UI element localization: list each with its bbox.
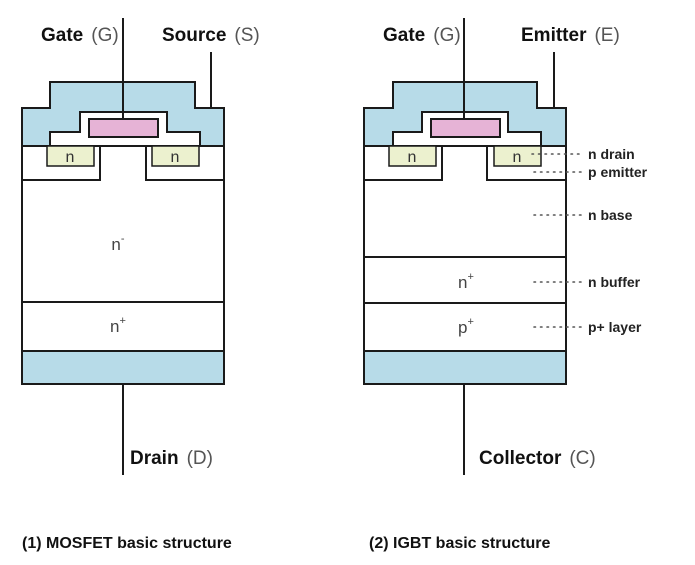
igbt-gate-label: Gate (G) [383,25,461,46]
igbt-p-well [364,146,566,181]
mosfet-source-label: Source (S) [162,25,260,46]
mosfet-gate-label: Gate (G) [41,25,119,46]
igbt-body [363,145,567,385]
mosfet-gate-electrode [88,118,159,138]
igbt-n-region-right [493,145,542,167]
igbt-n-left-text: n [408,149,417,166]
igbt-gate-electrode [430,118,501,138]
mosfet-p-well [22,146,224,181]
ann-n-buffer: n buffer [588,274,641,290]
mosfet-drain-metal [21,350,225,385]
mosfet-n-left-text: n [66,149,75,166]
ann-n-base: n base [588,207,633,223]
igbt-collector-metal [363,350,567,385]
ann-p-layer: p+ layer [588,319,642,335]
igbt-n-region-left [388,145,437,167]
mosfet-n-right-text: n [171,149,180,166]
igbt-emitter-label: Emitter (E) [521,25,620,46]
mosfet-structure: Gate (G) Source (S) n n n- [21,18,260,552]
igbt-buffer-label: n+ [458,271,474,292]
ann-n-drain: n drain [588,146,635,162]
igbt-n-right-text: n [513,149,522,166]
mosfet-body [21,145,225,385]
mosfet-n-region-right [151,145,200,167]
mosfet-drain-label: Drain (D) [130,448,213,469]
mosfet-drift-label: n- [111,233,124,254]
igbt-player-label: p+ [458,316,474,337]
igbt-caption: (2) IGBT basic structure [369,535,550,552]
igbt-structure: Gate (G) Emitter (E) n n n+ p+ Collector [363,18,648,552]
ann-p-emitter: p emitter [588,164,648,180]
igbt-collector-label: Collector (C) [479,448,596,469]
mosfet-n-region-left [46,145,95,167]
mosfet-caption: (1) MOSFET basic structure [22,535,232,552]
mosfet-substrate-label: n+ [110,315,126,336]
